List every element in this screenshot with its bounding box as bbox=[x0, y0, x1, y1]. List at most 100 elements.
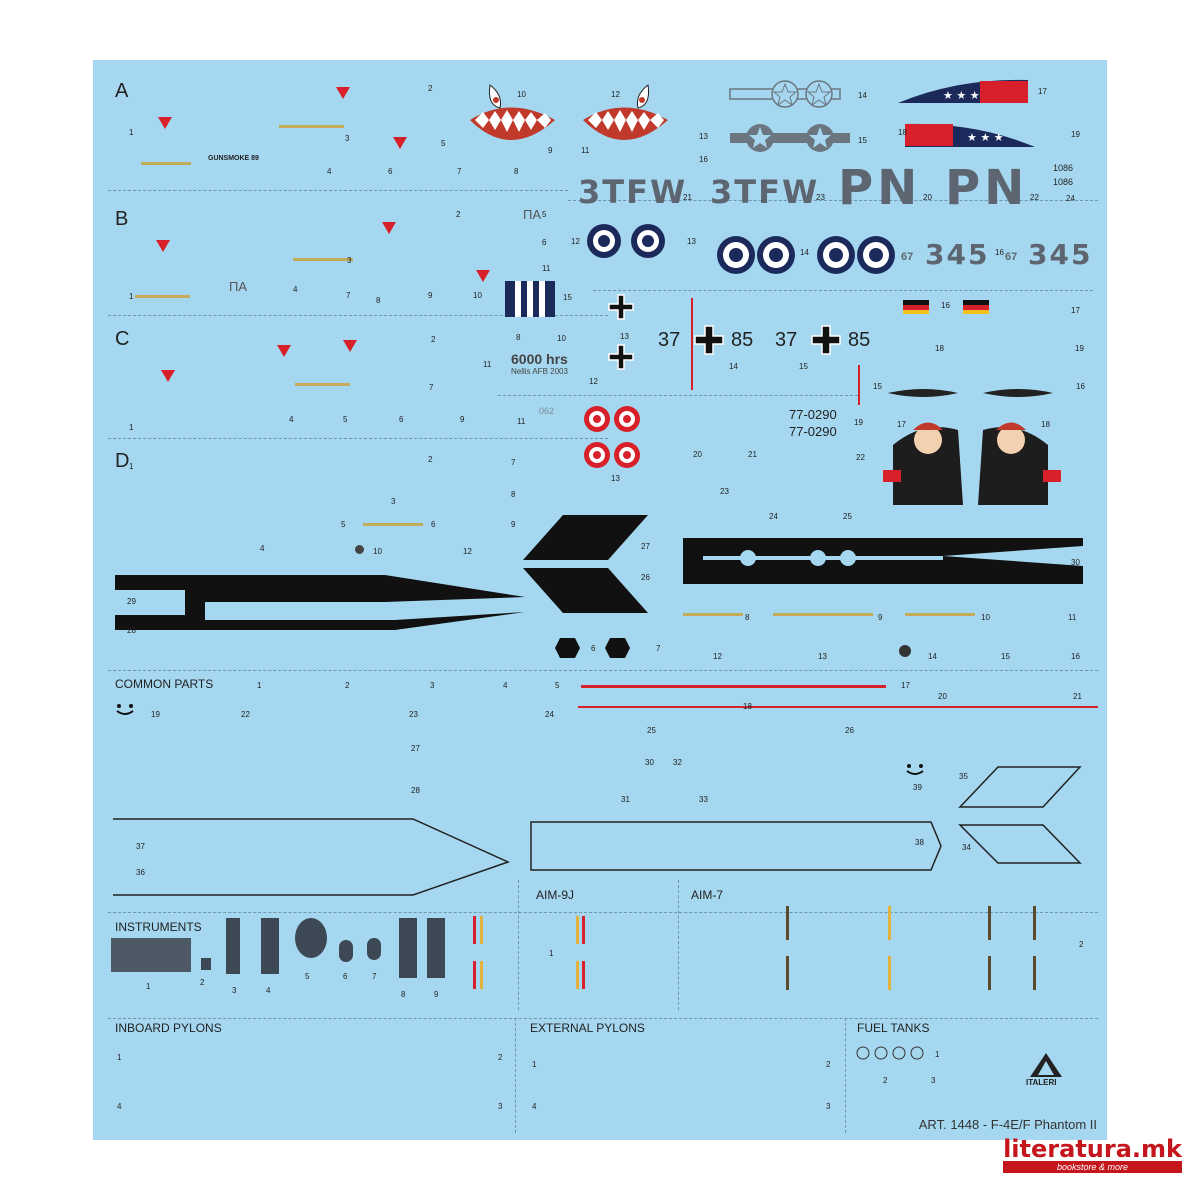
aircraft-number: 345 bbox=[925, 238, 990, 271]
decal-number: 21 bbox=[748, 450, 757, 459]
decal-number: 2 bbox=[883, 1076, 888, 1085]
aircraft-number: 37 bbox=[658, 329, 681, 351]
decal-number: 17 bbox=[1071, 306, 1080, 315]
tail-code-pn: PN bbox=[838, 160, 922, 216]
stencil-strip bbox=[905, 613, 975, 616]
decal-number: 33 bbox=[699, 795, 708, 804]
decal-number: 18 bbox=[743, 702, 752, 711]
red-triangle-decal bbox=[336, 87, 350, 99]
usaf-insignia-grey bbox=[729, 80, 841, 108]
dark-dot bbox=[899, 645, 911, 657]
decal-number: 2 bbox=[428, 455, 433, 464]
turkish-roundels bbox=[584, 406, 640, 468]
aim9-heading: AIM-9J bbox=[536, 888, 575, 902]
decal-number: 9 bbox=[434, 990, 439, 999]
decal-number: 2 bbox=[200, 978, 205, 987]
divider bbox=[568, 200, 1098, 201]
decal-number: 1 bbox=[532, 1060, 537, 1069]
decal-number: 16 bbox=[941, 301, 950, 310]
red-triangle-decal bbox=[158, 117, 172, 129]
decal-number: 5 bbox=[343, 415, 348, 424]
aircraft-number: 85 bbox=[848, 329, 871, 351]
face-marking bbox=[116, 704, 134, 715]
decal-number: 30 bbox=[1071, 558, 1080, 567]
decal-number: 4 bbox=[503, 681, 508, 690]
svg-text:★ ★ ★: ★ ★ ★ bbox=[967, 131, 1004, 144]
red-triangle-decal bbox=[156, 240, 170, 252]
decal-number: 10 bbox=[373, 547, 382, 556]
decal-number: 19 bbox=[1075, 344, 1084, 353]
decal-number: 20 bbox=[693, 450, 702, 459]
decal-number: 7 bbox=[372, 972, 377, 981]
decal-number: 13 bbox=[611, 474, 620, 483]
divider bbox=[108, 1018, 1098, 1019]
decal-number: 35 bbox=[959, 772, 968, 781]
decal-number: 14 bbox=[729, 362, 738, 371]
decal-number: 10 bbox=[473, 291, 482, 300]
decal-number: 27 bbox=[411, 744, 420, 753]
decal-number: 37 bbox=[136, 842, 145, 851]
decal-number: 3 bbox=[232, 986, 237, 995]
decal-number: 8 bbox=[516, 333, 521, 342]
decal-number: 11 bbox=[581, 146, 590, 155]
red-line bbox=[858, 365, 860, 405]
instruments-heading: INSTRUMENTS bbox=[115, 920, 202, 934]
decal-number: 4 bbox=[260, 544, 265, 553]
greek-roundels-small bbox=[587, 224, 665, 258]
decal-number: 2 bbox=[456, 210, 461, 219]
decal-number: 8 bbox=[401, 990, 406, 999]
decal-number: 5 bbox=[305, 972, 310, 981]
decal-number: 2 bbox=[826, 1060, 831, 1069]
turkish-serial: 77-0290 bbox=[789, 407, 837, 422]
stencil-strip bbox=[773, 613, 873, 616]
decal-number: 3 bbox=[931, 1076, 936, 1085]
red-triangle-decal bbox=[382, 222, 396, 234]
decal-number: 23 bbox=[720, 487, 729, 496]
italeri-logo bbox=[1030, 1053, 1062, 1077]
turkish-serial: 77-0290 bbox=[789, 424, 837, 439]
decal-number: 29 bbox=[127, 597, 136, 606]
decal-number: 8 bbox=[745, 613, 750, 622]
decal-number: 5 bbox=[341, 520, 346, 529]
decal-number: 18 bbox=[935, 344, 944, 353]
black-hexagons bbox=[555, 638, 630, 658]
decal-number: 12 bbox=[571, 237, 580, 246]
decal-number: 12 bbox=[463, 547, 472, 556]
decal-number: 18 bbox=[1041, 420, 1050, 429]
decal-number: 9 bbox=[460, 415, 465, 424]
german-flag bbox=[963, 300, 989, 314]
decal-number: 4 bbox=[293, 285, 298, 294]
black-chevron bbox=[523, 515, 648, 613]
missile-band-markings bbox=[473, 906, 1036, 990]
decal-number: 6 bbox=[542, 238, 547, 247]
decal-number: 18 bbox=[898, 128, 907, 137]
decal-number: 5 bbox=[441, 139, 446, 148]
stencil-strip bbox=[141, 162, 191, 165]
divider bbox=[845, 1018, 846, 1133]
aircraft-number: 85 bbox=[731, 329, 754, 351]
decal-number: 15 bbox=[1001, 652, 1010, 661]
decal-number: 11 bbox=[1068, 613, 1077, 622]
decal-number: 13 bbox=[699, 132, 708, 141]
decal-number: 32 bbox=[673, 758, 682, 767]
tiny-marking-cluster bbox=[108, 60, 168, 120]
aircraft-number: 37 bbox=[775, 329, 798, 351]
decal-number: 6 bbox=[431, 520, 436, 529]
decal-number: 13 bbox=[687, 237, 696, 246]
unit-code-3tfw: 3TFW bbox=[710, 173, 820, 211]
decal-number: 4 bbox=[289, 415, 294, 424]
decal-number: 4 bbox=[532, 1102, 537, 1111]
decal-number: 7 bbox=[656, 644, 661, 653]
decal-number: 19 bbox=[1071, 130, 1080, 139]
decal-number: 10 bbox=[517, 90, 526, 99]
svg-text:★ ★ ★: ★ ★ ★ bbox=[943, 89, 980, 102]
decal-number: 25 bbox=[647, 726, 656, 735]
decal-number: 17 bbox=[901, 681, 910, 690]
divider bbox=[498, 395, 858, 396]
walkway-chevron-outline bbox=[958, 766, 1082, 864]
italeri-wordmark: ITALERI bbox=[1026, 1078, 1057, 1087]
divider bbox=[108, 315, 608, 316]
decal-number: 6 bbox=[591, 644, 596, 653]
decal-number: 2 bbox=[428, 84, 433, 93]
decal-number: 7 bbox=[457, 167, 462, 176]
